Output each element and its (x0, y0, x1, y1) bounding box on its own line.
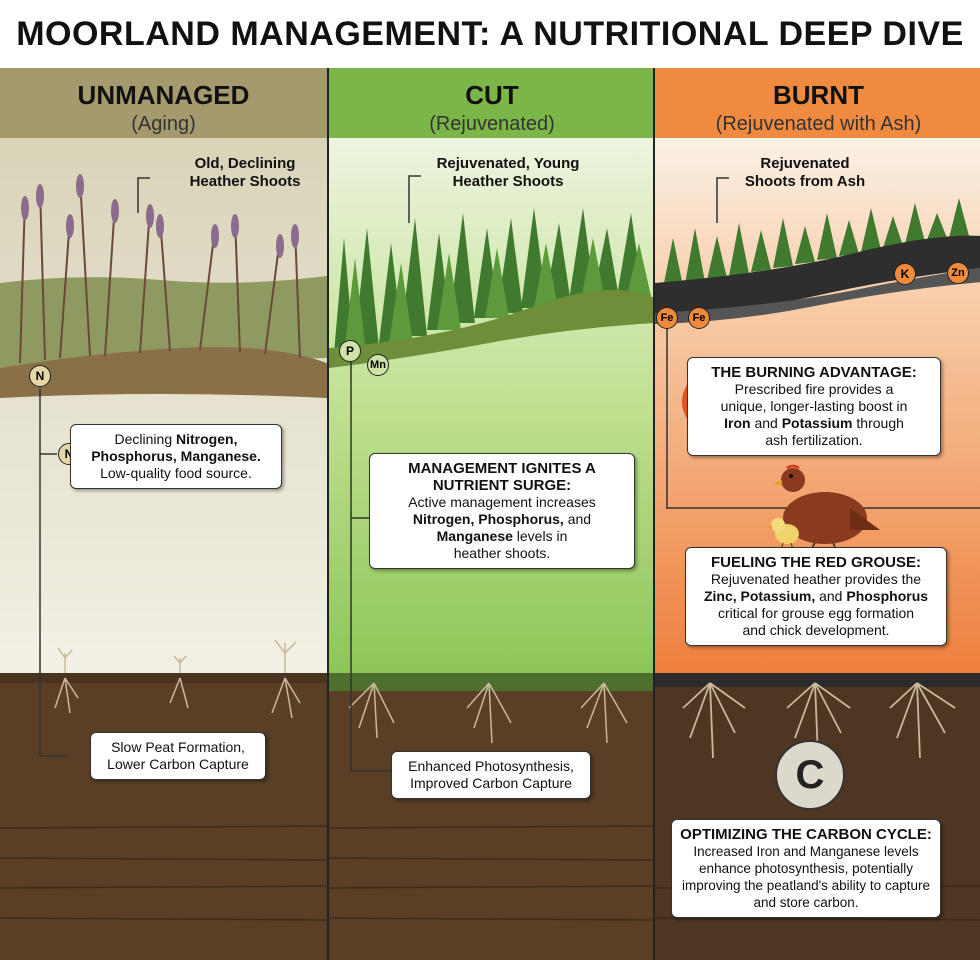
title-bar: MOORLAND MANAGEMENT: A NUTRITIONAL DEEP … (0, 0, 980, 70)
old-shoots-label: Old, Declining Heather Shoots (189, 155, 301, 190)
iron-badge-1: Fe (656, 307, 678, 329)
header-cut: CUT (Rejuvenated) (329, 68, 655, 138)
header-unmanaged: UNMANAGED (Aging) (0, 68, 327, 138)
zinc-badge: Zn (947, 262, 969, 284)
header-burnt-subtitle: (Rejuvenated with Ash) (715, 113, 922, 135)
header-cut-subtitle: (Rejuvenated) (429, 113, 555, 135)
enhanced-photosynthesis-box: Enhanced Photosynthesis, Improved Carbon… (391, 751, 591, 799)
declining-text: Declining Nitrogen, (114, 431, 238, 447)
burning-advantage-title: THE BURNING ADVANTAGE: (711, 364, 917, 381)
grouse-line1: Rejuvenated heather provides the (710, 571, 922, 587)
burning-advantage-box: THE BURNING ADVANTAGE: Prescribed fire p… (687, 357, 941, 456)
nutrient-surge-title: MANAGEMENT IGNITES A NUTRIENT SURGE: (408, 460, 596, 494)
header-unmanaged-subtitle: (Aging) (131, 113, 196, 135)
grouse-illustration (767, 464, 880, 554)
burning-line3: Iron and Potassium through (724, 415, 904, 431)
phosphorus-badge: P (339, 340, 361, 362)
young-shoots-label: Rejuvenated, Young Heather Shoots (436, 155, 580, 190)
nutrient-surge-line1: Active management increases (408, 494, 596, 510)
declining-nutrients-line3: Low-quality food source. (100, 465, 252, 481)
iron-badge-2: Fe (688, 307, 710, 329)
column-burnt: Rejuvenated Shoots from Ash Fe Fe K Zn T… (653, 68, 980, 960)
grouse-line3: critical for grouse egg formation (717, 605, 915, 621)
manganese-badge: Mn (367, 354, 389, 376)
burning-line1: Prescribed fire provides a (734, 381, 894, 397)
potassium-badge: K (894, 263, 916, 285)
header-burnt: BURNT (Rejuvenated with Ash) (655, 68, 980, 138)
nutrient-surge-line2: Nitrogen, Phosphorus, and (412, 511, 592, 527)
slow-peat-box: Slow Peat Formation, Lower Carbon Captur… (90, 732, 266, 780)
carbon-cycle-box: OPTIMIZING THE CARBON CYCLE: Increased I… (671, 819, 941, 918)
declining-nutrients-box: Declining Nitrogen, Phosphorus, Manganes… (70, 424, 282, 489)
burning-line4: ash fertilization. (765, 432, 863, 448)
header-cut-title: CUT (465, 80, 519, 110)
unmanaged-scene (0, 138, 327, 960)
cut-scene (329, 138, 655, 960)
nitrogen-badge: N (29, 365, 51, 387)
header-burnt-title: BURNT (773, 80, 864, 110)
carbon-cycle-title: OPTIMIZING THE CARBON CYCLE: (680, 826, 932, 843)
carbon-icon: C (775, 740, 845, 810)
red-grouse-title: FUELING THE RED GROUSE: (710, 554, 921, 571)
nutrient-surge-line3: Manganese levels in (436, 528, 568, 544)
nutrient-surge-line4: heather shoots. (453, 545, 551, 561)
red-grouse-box: FUELING THE RED GROUSE: Rejuvenated heat… (685, 547, 947, 646)
column-unmanaged: Old, Declining Heather Shoots N N Declin… (0, 68, 327, 960)
declining-nutrients-line2: Phosphorus, Manganese. (91, 448, 261, 464)
nutrient-surge-box: MANAGEMENT IGNITES A NUTRIENT SURGE: Act… (369, 453, 635, 569)
header-unmanaged-title: UNMANAGED (77, 80, 250, 110)
carbon-cycle-text: Increased Iron and Manganese levels enha… (682, 844, 930, 910)
ash-shoots-label: Rejuvenated Shoots from Ash (744, 155, 866, 190)
grouse-line4: and chick development. (742, 622, 890, 638)
grouse-line2: Zinc, Potassium, and Phosphorus (703, 588, 929, 604)
page-title: MOORLAND MANAGEMENT: A NUTRITIONAL DEEP … (16, 14, 964, 53)
burning-line2: unique, longer-lasting boost in (720, 398, 908, 414)
column-cut: Rejuvenated, Young Heather Shoots P Mn M… (327, 68, 655, 960)
